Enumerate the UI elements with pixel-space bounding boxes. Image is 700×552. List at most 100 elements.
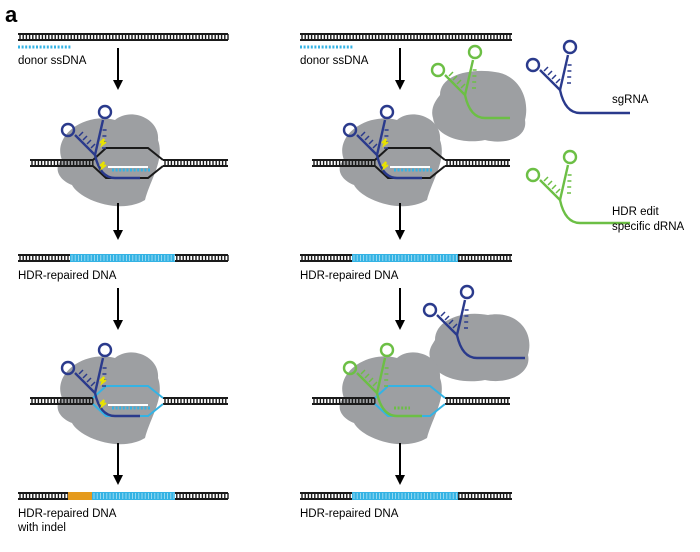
legend-drna-icon [525, 149, 630, 225]
rna-loop [97, 104, 113, 120]
rna-tail [93, 154, 140, 180]
dna-strand-top-right [300, 33, 512, 41]
rna-pair [547, 180, 553, 186]
rna-tail [463, 94, 510, 120]
dna-strand-top-left [18, 33, 229, 41]
rna-pair [364, 135, 370, 141]
rna-loop [97, 342, 113, 358]
cut-dna-left-2 [30, 385, 228, 417]
cas9-drna-complex-idle [430, 44, 527, 142]
drna-bound [342, 342, 422, 418]
donor-insert [92, 492, 175, 500]
rna-stem [436, 314, 458, 336]
legend-sgrna-icon [525, 39, 630, 115]
rna-pair [444, 315, 450, 321]
label-donor-left: donor ssDNA [18, 55, 87, 67]
dna-strand-upper [374, 385, 446, 399]
rna-pair [86, 139, 92, 145]
rna-loop [60, 360, 76, 376]
rna-loop [525, 167, 541, 183]
dna-strand-upper [92, 147, 164, 161]
rna-loop [422, 302, 438, 318]
dna-strand-upper [92, 385, 164, 399]
rna-pair [364, 373, 370, 379]
rna-pair [555, 188, 561, 194]
sgrna-idle [422, 284, 525, 360]
dna-base-pairs [19, 34, 229, 40]
rna-pair [448, 71, 454, 77]
rna-tail [93, 392, 140, 418]
sgrna-left-2 [60, 342, 140, 418]
rna-pair [452, 75, 458, 81]
rna-stem [539, 69, 561, 91]
cas9-complex-right-1 [312, 104, 510, 207]
rna-loop [430, 62, 446, 78]
donor-insert [70, 254, 175, 262]
rna-loop [379, 342, 395, 358]
label-hdr-repaired-indel-1: HDR-repaired DNA [18, 508, 117, 520]
rna-pair [452, 323, 458, 329]
rna-stem [74, 372, 96, 394]
dna-base-pairs [301, 34, 511, 40]
legend-sgrna-label: sgRNA [612, 94, 649, 106]
cas9-sgrna-complex-idle [422, 284, 530, 382]
dna-backbone-bg [300, 33, 512, 41]
cas9-protein [57, 352, 160, 445]
cut-site-icon [99, 399, 107, 409]
label-donor-right: donor ssDNA [300, 55, 369, 67]
rna-tail [455, 334, 525, 360]
rna-stem [93, 119, 105, 156]
rna-loop [379, 104, 395, 120]
rna-stem [375, 119, 387, 156]
right-column: donor ssDNA HDR-repaired DNA [300, 33, 530, 520]
dna-repaired-right [300, 254, 512, 262]
rna-pair [78, 131, 84, 137]
cas9-protein [57, 114, 160, 207]
rna-loop [60, 122, 76, 138]
cut-site-icon [381, 138, 389, 148]
dna-repaired-indel [18, 492, 229, 500]
rna-pair [543, 66, 549, 72]
rna-pair [82, 373, 88, 379]
rna-pair [456, 79, 462, 85]
rna-pair [368, 139, 374, 145]
rna-pair [555, 78, 561, 84]
rna-pair [372, 143, 378, 149]
rna-tail [375, 392, 422, 418]
rna-pair [551, 184, 557, 190]
dna-unwound-right [312, 385, 510, 417]
cut-dna-right-1 [312, 147, 510, 179]
rna-pair [360, 131, 366, 137]
rna-pair [440, 311, 446, 317]
rna-loop [459, 284, 475, 300]
sgrna-right-1 [342, 104, 422, 180]
rna-pair [90, 381, 96, 387]
cas9-complex-left-1 [30, 104, 228, 207]
cut-site-icon [99, 138, 107, 148]
rna-stem [539, 179, 561, 201]
sgrna-left-1 [60, 104, 140, 180]
legend-drna-label-2: specific dRNA [612, 221, 685, 233]
rna-tail [558, 199, 630, 225]
rna-pair [460, 83, 466, 89]
panel-label: a [5, 2, 18, 27]
label-hdr-repaired-indel-2: with indel [17, 522, 66, 534]
rna-pair [82, 135, 88, 141]
rna-stem [375, 357, 387, 394]
rna-tail [558, 89, 630, 115]
dna-strand-upper [374, 147, 446, 161]
rna-loop [467, 44, 483, 60]
rna-pair [360, 369, 366, 375]
indel-segment [68, 492, 92, 500]
rna-pair [90, 143, 96, 149]
rna-loop [342, 360, 358, 376]
rna-pair [551, 74, 557, 80]
rna-pair [448, 319, 454, 325]
rna-pair [86, 377, 92, 383]
rna-stem [356, 372, 378, 394]
left-column: donor ssDNA HDR-repaired DNA HDR-r [17, 33, 229, 534]
cas9-drna-complex-bound [312, 342, 510, 445]
rna-pair [547, 70, 553, 76]
cas9-protein [429, 313, 530, 382]
